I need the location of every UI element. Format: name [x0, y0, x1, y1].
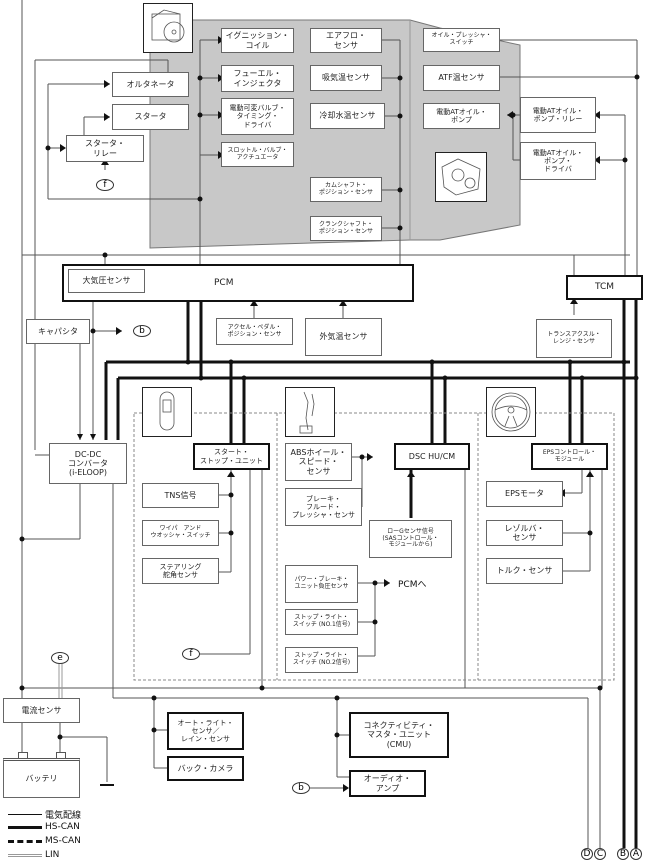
starter-box: スタータ — [112, 104, 189, 130]
connector-e: e — [51, 652, 69, 664]
legend-lin: LIN — [8, 850, 59, 860]
connector-b-bottom: b — [292, 782, 310, 794]
engine-icon — [143, 3, 193, 53]
alternator-box: オルタネータ — [112, 72, 189, 97]
airflow-sensor-box: エアフロ・ センサ — [310, 28, 382, 53]
legend-ms-can: MS-CAN — [8, 836, 81, 846]
connector-C: C — [594, 848, 606, 860]
tcm-box: TCM — [566, 275, 643, 300]
key-fob-icon — [142, 387, 192, 437]
fuel-injector-box: フューエル・ インジェクタ — [221, 65, 294, 92]
steering-angle-sensor-box: ステアリング 舵角センサ — [142, 558, 219, 584]
legend-label: MS-CAN — [45, 836, 81, 846]
atf-temp-sensor-box: ATF温センサ — [423, 65, 500, 91]
audio-amp-box: オーディオ・ アンプ — [349, 770, 426, 797]
lin-wire — [58, 660, 63, 698]
transmission-icon — [435, 152, 487, 202]
pcm-label: PCM — [214, 277, 234, 288]
accel-pedal-sensor-box: アクセル・ペダル・ ポジション・センサ — [216, 318, 293, 345]
vvt-driver-box: 電動可変バルブ・ タイミング・ ドライバ — [221, 98, 294, 135]
ignition-coil-box: イグニッション・ コイル — [221, 28, 294, 53]
eps-module-box: EPSコントロール・ モジュール — [531, 443, 608, 470]
legend-hs-can: HS-CAN — [8, 822, 80, 832]
electric-at-oil-pump-relay-box: 電動ATオイル・ ポンプ・リレー — [520, 97, 596, 133]
brake-pedal-icon — [285, 387, 335, 437]
legend-label: 電気配線 — [45, 811, 82, 821]
electric-at-oil-pump-driver-box: 電動ATオイル・ ポンプ・ ドライバ — [520, 142, 596, 180]
battery-box: バッテリ — [3, 758, 80, 798]
camshaft-sensor-box: カムシャフト・ ポジション・センサ — [310, 177, 382, 202]
stop-light-switch-2-box: ストップ・ライト・ スイッチ (NO.2信号) — [285, 647, 358, 673]
abs-wheel-speed-sensor-box: ABSホイール・ スピード・ センサ — [285, 443, 352, 481]
junction-dots — [19, 74, 640, 740]
hs-can-bus — [104, 298, 638, 848]
power-brake-vacuum-sensor-box: パワー・ブレーキ・ ユニット負圧センサ — [285, 565, 358, 603]
oil-pressure-switch-box: オイル・プレッシャ・ スイッチ — [423, 28, 500, 52]
intake-temp-sensor-box: 吸気温センサ — [310, 65, 382, 91]
legend-label: LIN — [45, 850, 60, 860]
steering-wheel-icon — [486, 387, 536, 437]
baro-sensor-box: 大気圧センサ — [68, 269, 145, 293]
wiper-washer-switch-box: ワイパ アンド ウオッシャ・スイッチ — [142, 520, 219, 546]
dcdc-converter-box: DC-DC コンバータ (i-ELOOP) — [49, 443, 127, 484]
legend-electric-wire: 電気配線 — [8, 808, 81, 821]
crankshaft-sensor-box: クランクシャフト・ ポジション・センサ — [310, 216, 382, 241]
electric-at-oil-pump-box: 電動ATオイル・ ポンプ — [423, 103, 500, 129]
resolver-sensor-box: レゾルバ・ センサ — [486, 520, 563, 546]
stop-light-switch-1-box: ストップ・ライト・ スイッチ (NO.1信号) — [285, 609, 358, 635]
starter-relay-box: スタータ・ リレー — [66, 135, 144, 162]
throttle-actuator-box: スロットル・バルブ・ アクチュエータ — [221, 142, 294, 167]
legend-dashed-swatch — [8, 839, 42, 843]
connector-B: B — [617, 848, 629, 860]
group-frames — [133, 412, 615, 681]
ambient-temp-sensor-box: 外気温センサ — [305, 318, 382, 356]
connector-b-right: b — [133, 325, 151, 337]
cmu-box: コネクティビティ・ マスタ・ユニット (CMU) — [349, 712, 449, 758]
legend-thick-swatch — [8, 825, 42, 829]
capacitor-box: キャパシタ — [26, 319, 90, 344]
coolant-temp-sensor-box: 冷却水温センサ — [310, 103, 385, 129]
brake-fluid-pressure-sensor-box: ブレーキ・ フルード・ プレッシャ・センサ — [285, 488, 362, 526]
torque-sensor-box: トルク・センサ — [486, 558, 563, 584]
to-pcm-label: PCMへ — [398, 580, 427, 590]
range-sensor-box: トランスアクスル・ レンジ・センサ — [536, 319, 612, 358]
connector-D: D — [581, 848, 593, 860]
start-stop-unit-box: スタート・ ストップ・ユニット — [193, 443, 270, 470]
legend-double-swatch — [8, 853, 42, 857]
engine-area — [149, 19, 521, 249]
eps-motor-box: EPSモータ — [486, 481, 563, 507]
auto-light-rain-sensor-box: オート・ライト・ センサ／ レイン・センサ — [167, 712, 244, 750]
back-camera-box: バック・カメラ — [167, 756, 244, 781]
tns-signal-box: TNS信号 — [142, 483, 219, 508]
connector-f-top: f — [96, 179, 114, 191]
connector-A: A — [630, 848, 642, 860]
legend-thin-swatch — [8, 814, 42, 815]
legend-label: HS-CAN — [45, 822, 80, 832]
current-sensor-box: 電流センサ — [3, 698, 80, 723]
connector-f-bottom: f — [182, 648, 200, 660]
low-g-signal-box: ローGセンサ信号 (SASコントロール・ モジュールから) — [369, 520, 452, 558]
dsc-hu-cm-box: DSC HU/CM — [394, 443, 470, 470]
